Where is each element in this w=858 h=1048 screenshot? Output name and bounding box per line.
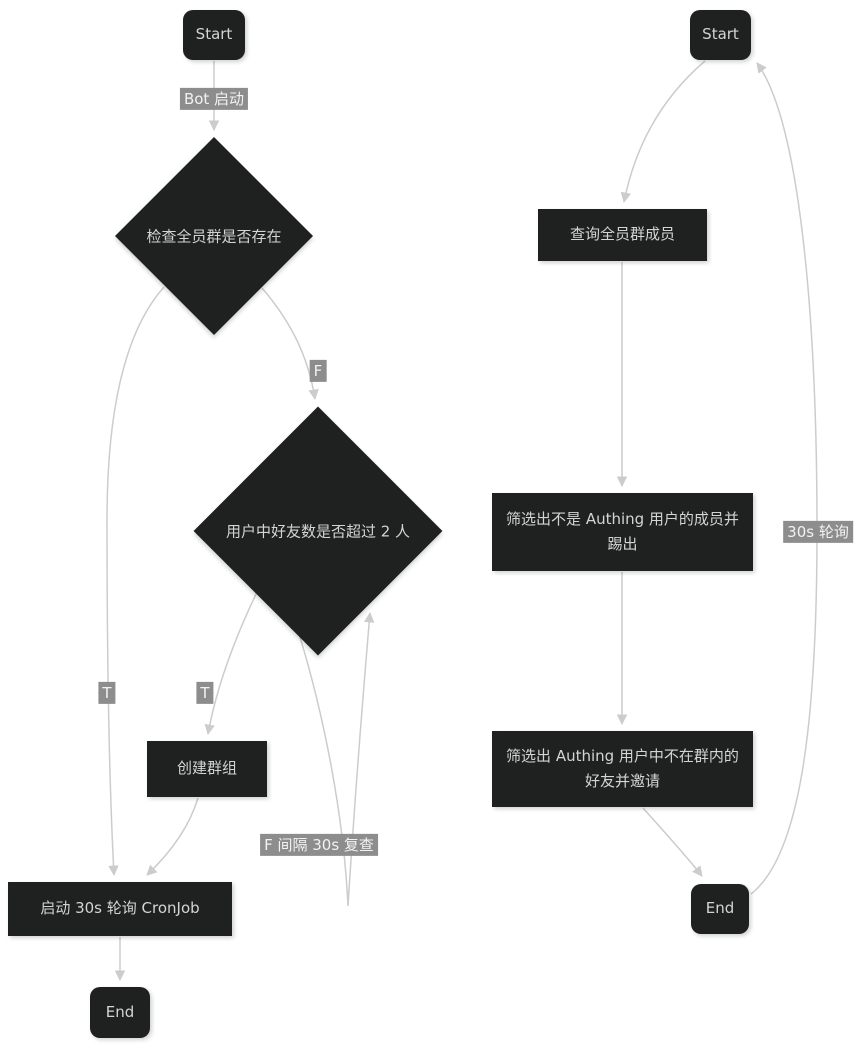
edge-end-poll-to-start [750, 62, 818, 895]
edge-friends-recheck-loop [294, 611, 375, 907]
edge-friends-true-to-create [204, 591, 258, 736]
edge-check-true-to-cronjob [106, 286, 165, 877]
edge-invite-to-end [642, 807, 703, 877]
decision-check-group-label: 检查全员群是否存在 [146, 227, 282, 246]
kick-non-authing-node: 筛选出不是 Authing 用户的成员并踢出 [492, 493, 753, 571]
edge-label-t-mid: T [196, 681, 214, 705]
query-members-node: 查询全员群成员 [538, 209, 707, 261]
left-end-node: End [90, 987, 150, 1038]
edge-create-to-cronjob [146, 797, 199, 876]
invite-missing-node: 筛选出 Authing 用户中不在群内的好友并邀请 [492, 731, 753, 807]
decision-friends-over-2-label: 用户中好友数是否超过 2 人 [225, 522, 411, 541]
edge-label-poll: 30s 轮询 [783, 520, 853, 544]
right-end-node: End [691, 884, 749, 934]
left-start-node: Start [183, 10, 245, 60]
start-cronjob-node: 启动 30s 轮询 CronJob [8, 882, 232, 936]
edge-label-recheck: F 间隔 30s 复查 [260, 833, 378, 857]
create-group-node: 创建群组 [147, 741, 267, 797]
edge-check-false-to-friends [261, 287, 319, 401]
edge-label-f: F [309, 359, 327, 383]
right-start-node: Start [690, 10, 751, 60]
edge-label-t-left: T [98, 681, 116, 705]
edge-label-bot-start: Bot 启动 [179, 87, 249, 111]
edge-start-to-query [620, 60, 706, 204]
